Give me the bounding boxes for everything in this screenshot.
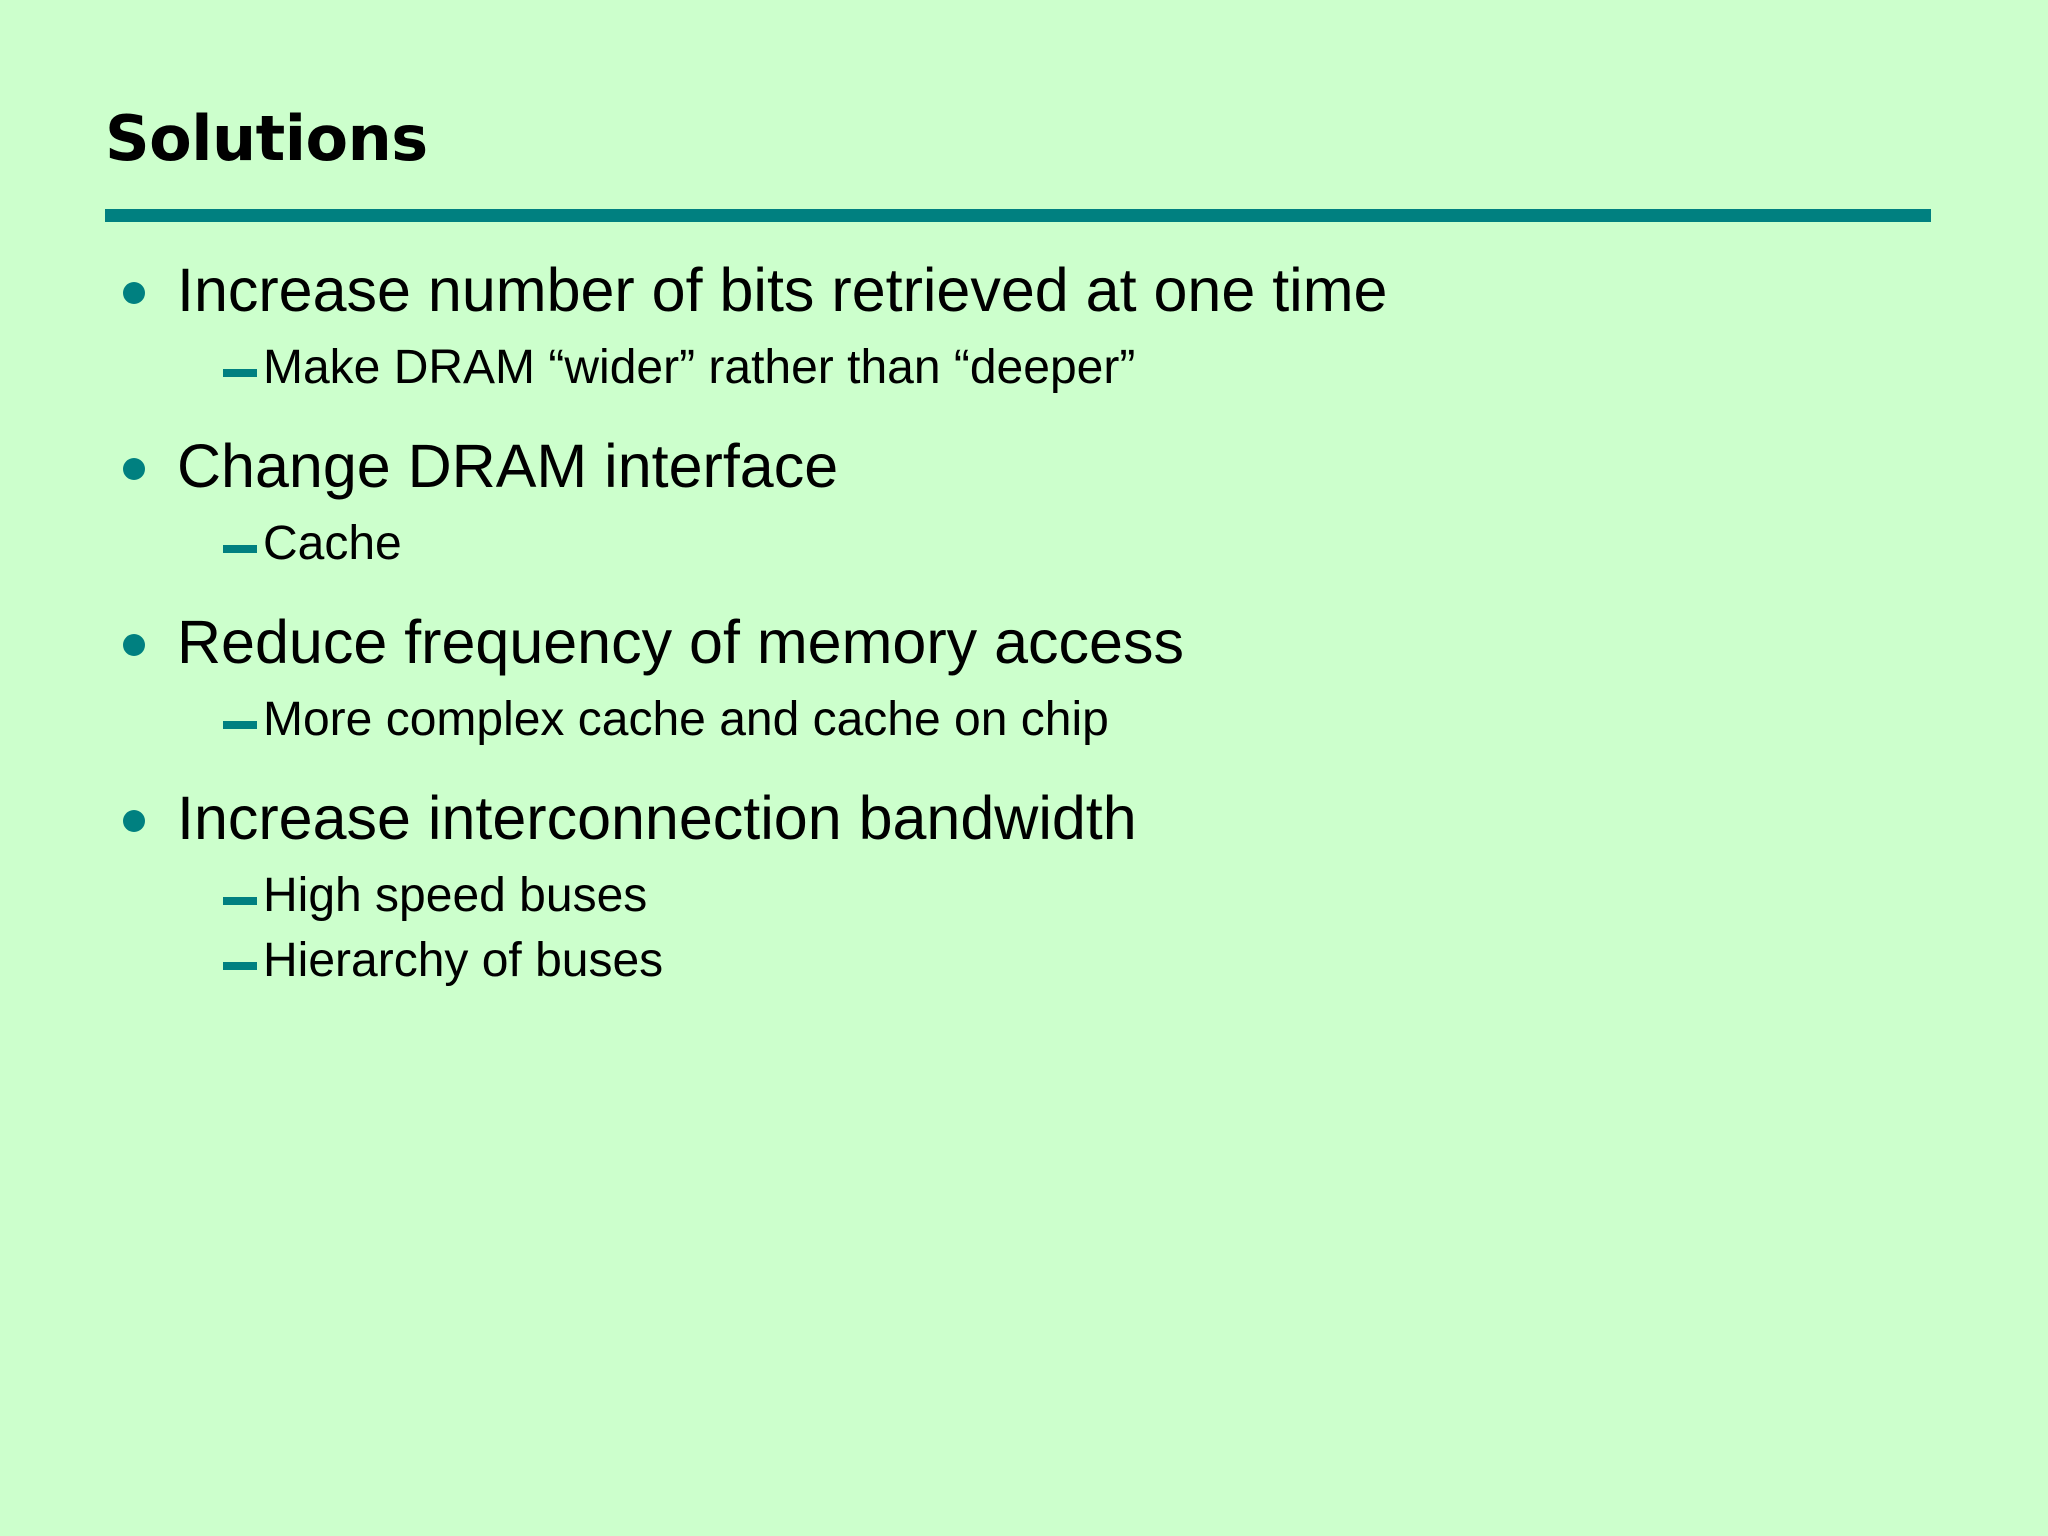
list-item: Change DRAM interface: [105, 431, 1935, 502]
sub-list-item-label: Cache: [263, 516, 402, 570]
spacer: [105, 581, 1935, 607]
sub-list-item: Hierarchy of buses: [105, 933, 1935, 988]
bullet-dot-icon: [123, 809, 145, 832]
sub-list-item-label: Hierarchy of buses: [263, 933, 664, 987]
list-item-label: Change DRAM interface: [177, 431, 839, 500]
sub-list-item-label: More complex cache and cache on chip: [263, 692, 1109, 746]
page-title: Solutions: [105, 102, 428, 175]
list-item-label: Increase number of bits retrieved at one…: [177, 256, 1388, 324]
bullet-dot-icon: [123, 282, 145, 304]
bullet-dash-icon: [223, 720, 257, 729]
bullet-dash-icon: [223, 544, 257, 553]
bullet-dash-icon: [223, 896, 257, 905]
list-item: Increase interconnection bandwidth: [105, 783, 1935, 854]
sub-list-item-label: Make DRAM “wider” rather than “deeper”: [263, 340, 1136, 394]
title-block: Solutions: [105, 108, 1935, 170]
bullet-dot-icon: [123, 457, 145, 480]
sub-list-item: More complex cache and cache on chip: [105, 692, 1935, 747]
title-underline-rule: [105, 209, 1931, 222]
sub-list-item-label: High speed buses: [263, 868, 648, 922]
bullet-dot-icon: [123, 633, 145, 656]
spacer: [105, 757, 1935, 783]
list-item-label: Reduce frequency of memory access: [177, 607, 1184, 676]
list-item: Increase number of bits retrieved at one…: [105, 255, 1935, 326]
list-item: Reduce frequency of memory access: [105, 607, 1935, 678]
list-item-label: Increase interconnection bandwidth: [177, 783, 1137, 852]
bullet-list: Increase number of bits retrieved at one…: [105, 255, 1935, 998]
sub-list-item: High speed buses: [105, 868, 1935, 923]
spacer: [105, 405, 1935, 431]
sub-list-item: Cache: [105, 516, 1935, 571]
bullet-dash-icon: [223, 961, 257, 970]
sub-list-item: Make DRAM “wider” rather than “deeper”: [105, 340, 1935, 395]
bullet-dash-icon: [223, 368, 257, 377]
